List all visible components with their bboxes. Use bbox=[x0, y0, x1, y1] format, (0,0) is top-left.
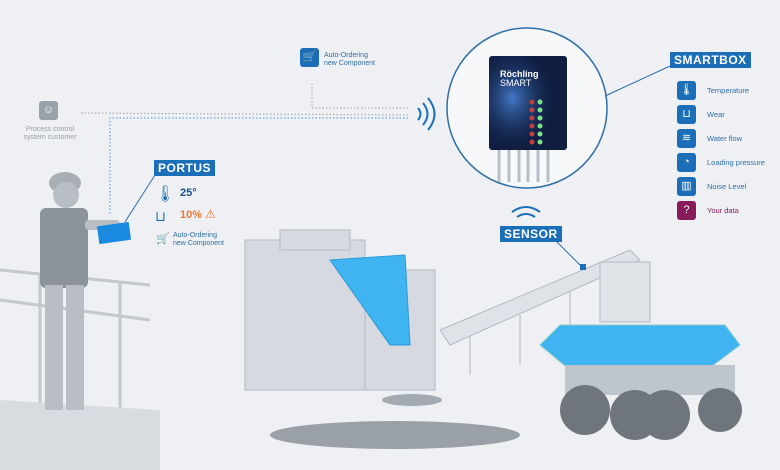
portus-link bbox=[109, 117, 408, 215]
thermometer-icon: 🌡 bbox=[677, 81, 696, 100]
wireless-signal-icon bbox=[417, 97, 436, 131]
auto-order-label: Auto-Ordering new Component bbox=[324, 52, 375, 68]
sensor-unit bbox=[580, 264, 586, 270]
wear-icon: ⊔ bbox=[677, 105, 696, 124]
smartbox-metric-label: Temperature bbox=[707, 86, 750, 95]
user-gear-icon: ☺ bbox=[39, 101, 58, 120]
cart-icon: 🛒 bbox=[156, 233, 170, 245]
auto-order-line1: Auto-Ordering bbox=[324, 52, 368, 59]
portus-wear: 10% bbox=[180, 209, 203, 221]
noise-level-icon: ▥ bbox=[677, 177, 696, 196]
gravel-pile bbox=[270, 421, 520, 449]
smartbox-metric-label: Wear bbox=[707, 110, 725, 119]
smartbox-metric-label: Your data bbox=[707, 206, 739, 215]
conveyor-belt bbox=[439, 249, 651, 375]
smartbox-metric-label: Water flow bbox=[707, 134, 743, 143]
portus-order-label: Auto-Ordering new Component bbox=[173, 232, 224, 248]
device-brand: Röchling bbox=[500, 69, 539, 79]
gauge-icon: ◔ bbox=[677, 153, 696, 172]
gravel-pile bbox=[382, 394, 442, 406]
auto-order-line2: new Component bbox=[324, 60, 375, 67]
process-control-label: Process control system customer bbox=[22, 126, 78, 142]
process-control-line2: system customer bbox=[23, 134, 77, 141]
worker-figure bbox=[40, 172, 120, 410]
smartbox-leds bbox=[529, 99, 543, 145]
sensor-tag: SENSOR bbox=[500, 226, 562, 242]
portus-order-line2: new Component bbox=[173, 240, 224, 247]
wear-icon: ⊔ bbox=[155, 208, 166, 224]
dump-truck bbox=[539, 324, 742, 440]
cart-icon: 🛒 bbox=[300, 48, 319, 67]
device-name: SMART bbox=[500, 78, 532, 88]
platform bbox=[0, 400, 160, 470]
portus-order-line1: Auto-Ordering bbox=[173, 232, 217, 239]
tablet bbox=[96, 221, 132, 245]
your-data-icon: ? bbox=[677, 201, 696, 220]
process-control-line1: Process control bbox=[25, 126, 75, 133]
thermometer-icon: 🌡 bbox=[155, 186, 176, 203]
smartbox-metric-label: Noise Level bbox=[707, 182, 747, 191]
smartbox-metric-label: Loading pressure bbox=[707, 158, 765, 167]
portus-temperature: 25° bbox=[180, 187, 197, 199]
process-control-link bbox=[79, 112, 409, 116]
portus-tag: PORTUS bbox=[154, 160, 216, 176]
device-label: Röchling SMART bbox=[500, 70, 539, 88]
smartbox-tag: SMARTBOX bbox=[670, 52, 751, 68]
smartbox-cables bbox=[497, 150, 550, 182]
sensor-signal-icon bbox=[511, 206, 541, 218]
auto-order-link bbox=[311, 82, 408, 109]
processing-plant bbox=[244, 229, 436, 391]
smartbox-leader-line bbox=[604, 65, 671, 97]
warning-icon: ⚠ bbox=[205, 207, 216, 221]
water-flow-icon: ≋ bbox=[677, 129, 696, 148]
